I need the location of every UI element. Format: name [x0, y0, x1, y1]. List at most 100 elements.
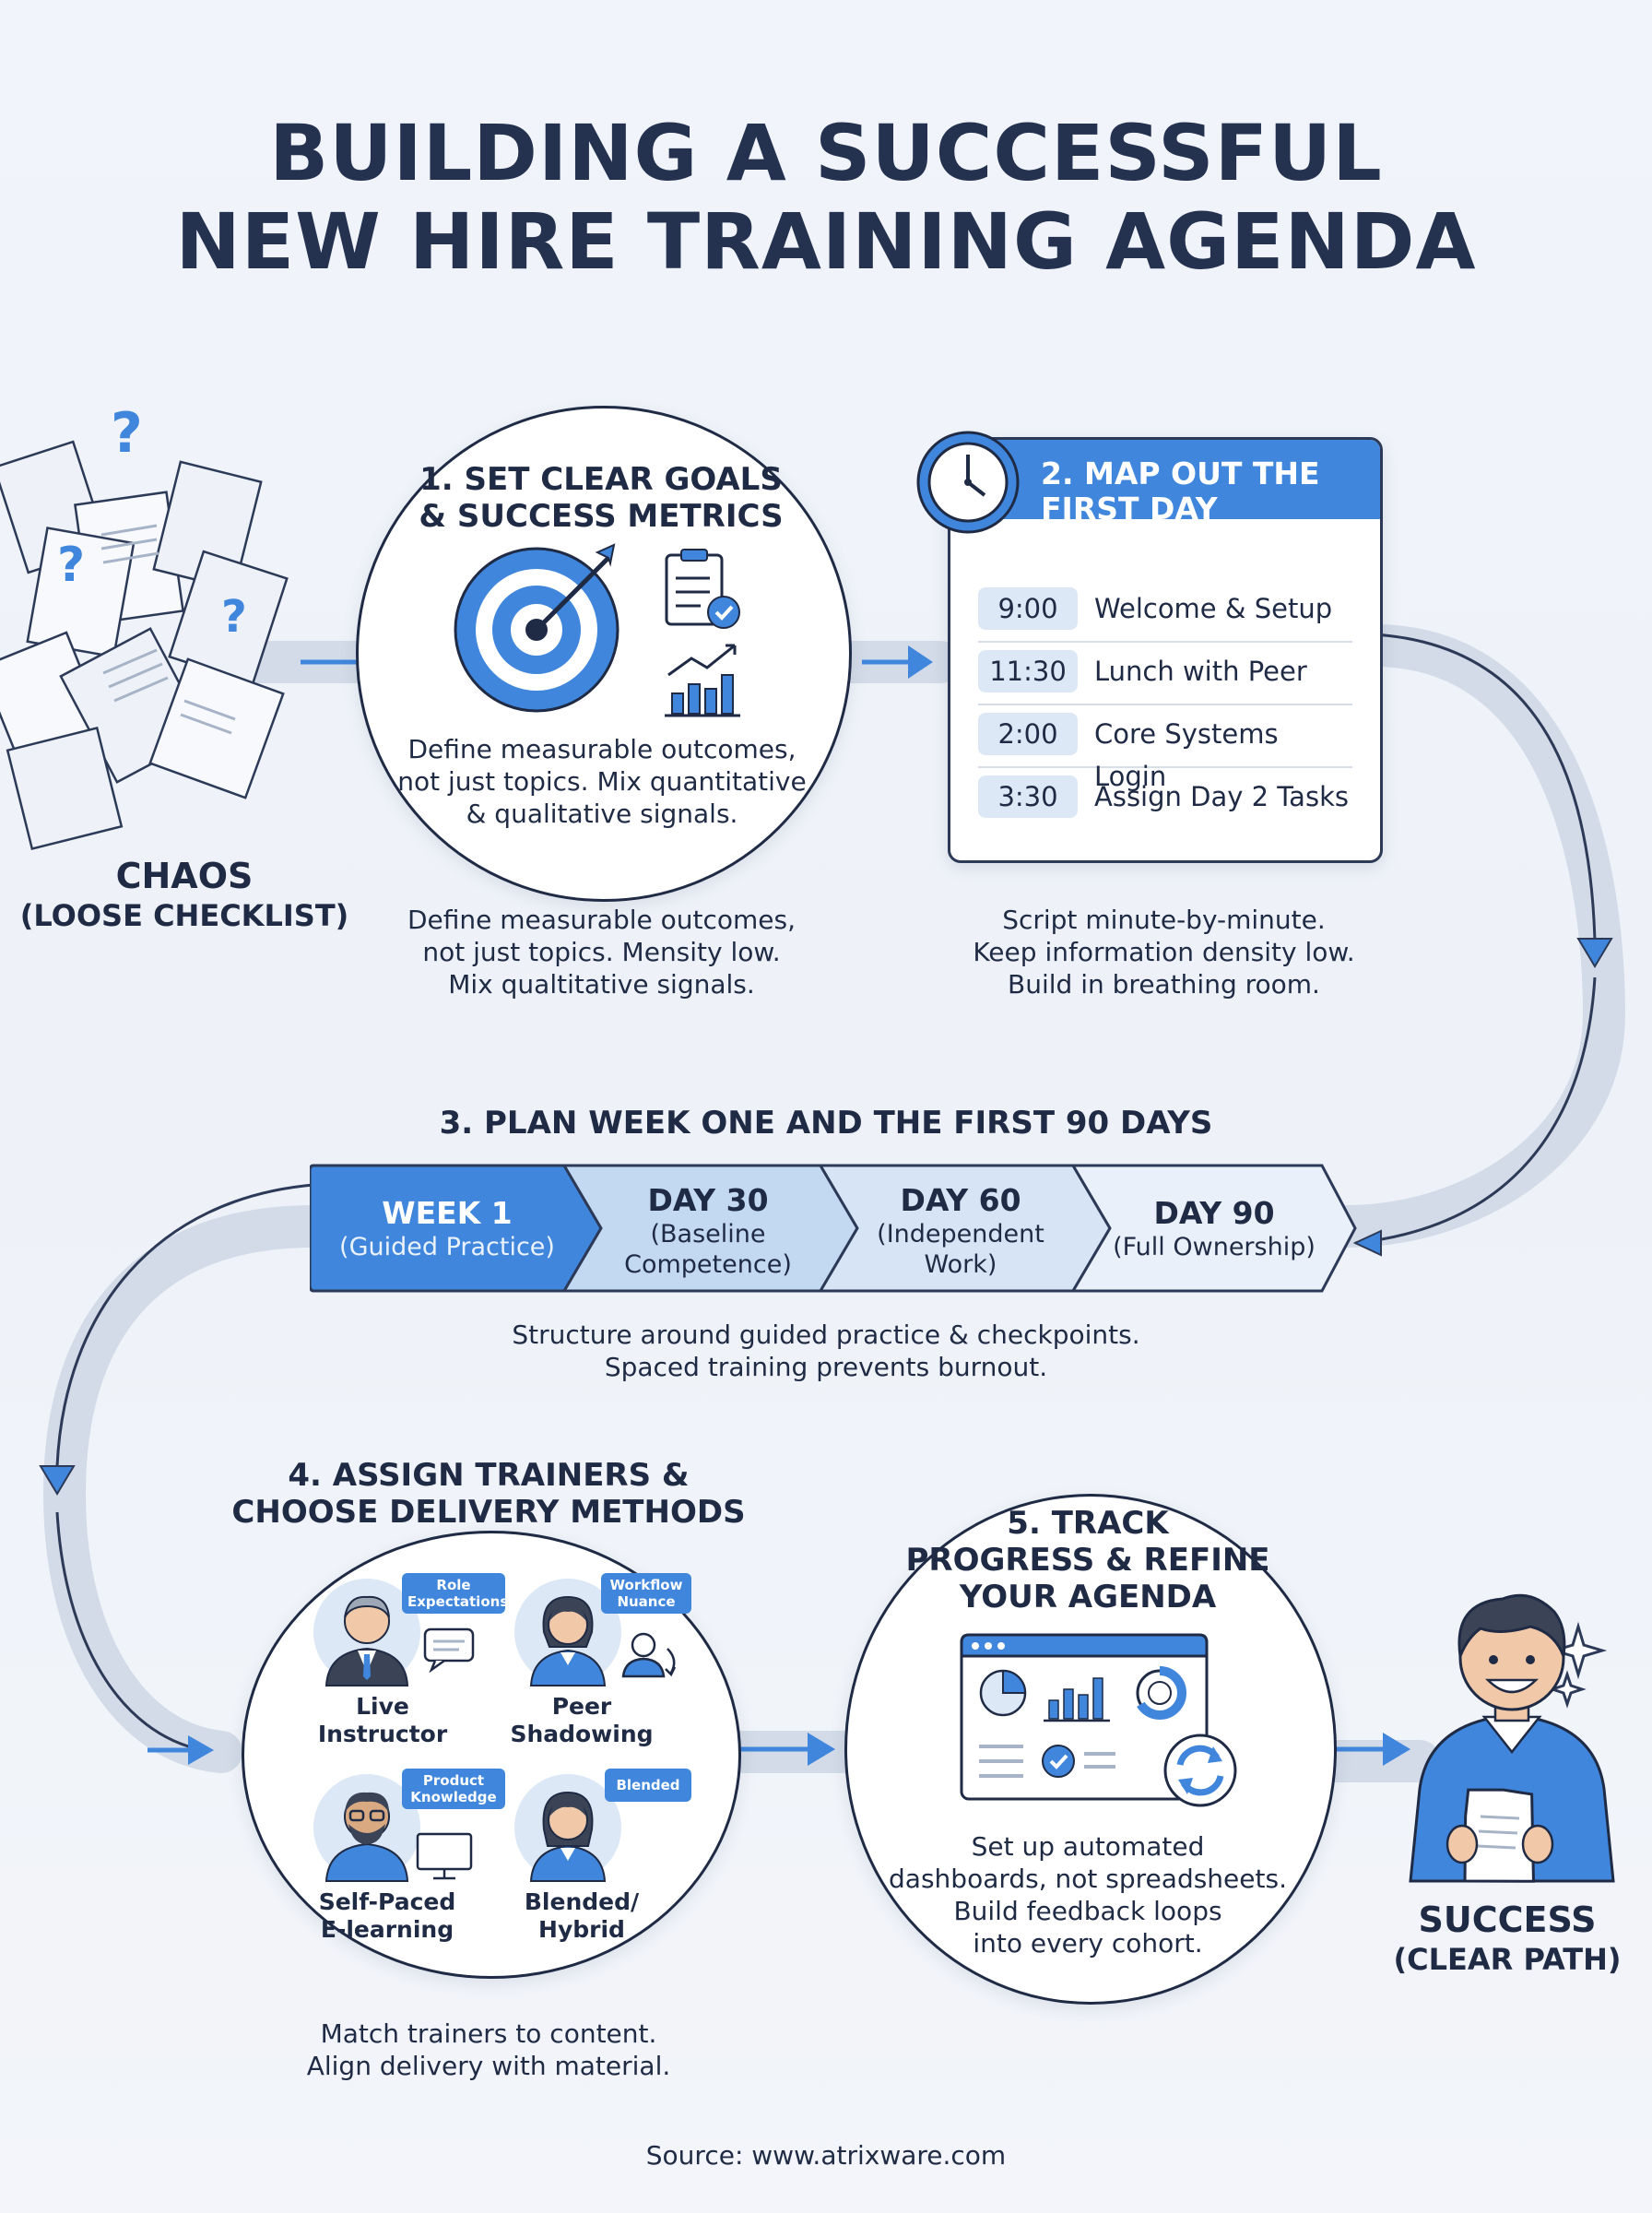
- method-label-line: Live: [356, 1693, 409, 1720]
- step3-caption-line1: Structure around guided practice & check…: [512, 1320, 1140, 1350]
- phase-day30: DAY 30 (Baseline Competence): [590, 1182, 826, 1280]
- dashboard-icon: [960, 1633, 1209, 1801]
- step1-inner-line1: Define measurable outcomes,: [407, 734, 796, 764]
- step1-caption-line3: Mix qualtitative signals.: [448, 969, 755, 1000]
- bubble-product-knowledge: Product Knowledge: [402, 1769, 505, 1809]
- bubble-text: Nuance: [617, 1593, 676, 1610]
- step4-heading-line2: CHOOSE DELIVERY METHODS: [231, 1494, 746, 1531]
- success-person-icon: [1409, 1593, 1615, 1883]
- bubble-workflow-nuance: Workflow Nuance: [601, 1573, 691, 1614]
- person-swap-icon: [621, 1632, 677, 1678]
- method-label-peer: Peer Shadowing: [494, 1693, 669, 1748]
- step5-inner-line2: dashboards, not spreadsheets.: [889, 1864, 1287, 1894]
- phase-day60: DAY 60 (Independent Work): [841, 1182, 1080, 1280]
- bubble-text: Role: [436, 1577, 471, 1593]
- page-title-line-1: BUILDING A SUCCESSFUL: [269, 108, 1383, 198]
- phase-sub: (Full Ownership): [1113, 1233, 1316, 1261]
- step1-inner-line3: & qualitative signals.: [466, 799, 738, 829]
- method-label-blended: Blended/ Hybrid: [494, 1888, 669, 1944]
- method-label-line: E-learning: [320, 1916, 454, 1943]
- step5-heading-line1: 5. TRACK: [1007, 1505, 1169, 1542]
- scattered-papers-icon: ? ? ?: [0, 401, 289, 850]
- target-icon: [454, 543, 620, 713]
- schedule-label: Core Systems Login: [1094, 718, 1279, 792]
- schedule-label: Welcome & Setup: [1094, 593, 1333, 624]
- schedule-time: 3:30: [978, 775, 1078, 818]
- bubble-blended: Blended: [605, 1769, 691, 1802]
- blended-avatar: [514, 1774, 621, 1882]
- arrow-into-timeline: [1352, 1229, 1382, 1257]
- success-label: SUCCESS: [1418, 1899, 1597, 1940]
- phase-title: WEEK 1: [382, 1195, 513, 1231]
- phase-sub: Competence): [624, 1250, 792, 1279]
- step2-caption-line1: Script minute-by-minute.: [1002, 905, 1326, 935]
- bubble-text: Knowledge: [410, 1789, 497, 1805]
- schedule-label: Lunch with Peer: [1094, 656, 1307, 687]
- bubble-text: Expectations: [407, 1593, 509, 1610]
- step5-inner-line1: Set up automated: [971, 1831, 1205, 1862]
- method-label-line: Hybrid: [538, 1916, 625, 1943]
- step1-heading-line2: & SUCCESS METRICS: [419, 498, 784, 535]
- schedule-card: 2. MAP OUT THE FIRST DAY SCHEDULE 9:00 W…: [948, 437, 1383, 863]
- bubble-text: Blended: [616, 1777, 680, 1793]
- phase-title: DAY 30: [647, 1182, 769, 1218]
- phase-day90: DAY 90 (Full Ownership): [1093, 1195, 1335, 1262]
- schedule-label: Assign Day 2 Tasks: [1094, 781, 1349, 812]
- step4-caption-line1: Match trainers to content.: [320, 2018, 657, 2049]
- step4-caption-line2: Align delivery with material.: [306, 2051, 671, 2081]
- page-title-line-2: NEW HIRE TRAINING AGENDA: [175, 196, 1477, 287]
- chaos-label: CHAOS: [115, 856, 254, 896]
- arrow-left-curve-down: [39, 1465, 76, 1496]
- method-label-line: Self-Paced: [318, 1888, 456, 1915]
- step3-heading: 3. PLAN WEEK ONE AND THE FIRST 90 DAYS: [439, 1105, 1213, 1142]
- method-label-line: Blended/: [524, 1888, 640, 1915]
- bubble-role-expectations: Role Expectations: [402, 1573, 509, 1614]
- schedule-time: 9:00: [978, 587, 1078, 630]
- step5-inner-line4: into every cohort.: [973, 1928, 1203, 1959]
- refresh-icon: [1163, 1734, 1237, 1807]
- step2-caption-line2: Keep information density low.: [973, 937, 1355, 967]
- method-label-line: Shadowing: [510, 1721, 654, 1747]
- step2-heading-line1: 2. MAP OUT THE: [1041, 456, 1320, 491]
- phase-sub: (Guided Practice): [339, 1233, 555, 1261]
- clock-icon: [916, 431, 1020, 534]
- schedule-time: 11:30: [978, 650, 1078, 692]
- step5-heading-line2: PROGRESS & REFINE: [905, 1542, 1270, 1579]
- svg-text:?: ?: [111, 401, 143, 466]
- method-label-live: Live Instructor: [295, 1693, 470, 1748]
- schedule-time: 2:00: [978, 713, 1078, 755]
- clipboard-chart-icons: [665, 549, 740, 717]
- method-label-line: Instructor: [317, 1721, 448, 1747]
- success-sublabel: (CLEAR PATH): [1393, 1942, 1622, 1977]
- monitor-icon: [416, 1832, 473, 1880]
- phase-sub: Work): [924, 1250, 997, 1279]
- arrow-right-curve-down: [1576, 938, 1613, 968]
- self-paced-avatar: [313, 1774, 420, 1882]
- step1-caption-line1: Define measurable outcomes,: [407, 905, 796, 935]
- step4-heading-line1: 4. ASSIGN TRAINERS &: [288, 1457, 690, 1494]
- bubble-text: Workflow: [609, 1577, 683, 1593]
- step5-heading-line3: YOUR AGENDA: [959, 1579, 1217, 1615]
- svg-text:?: ?: [57, 538, 85, 593]
- source-text: Source: www.atrixware.com: [645, 2140, 1007, 2171]
- phase-sub: (Baseline: [650, 1220, 766, 1249]
- schedule-header: 2. MAP OUT THE FIRST DAY SCHEDULE: [950, 440, 1380, 562]
- step5-inner-line3: Build feedback loops: [953, 1896, 1222, 1926]
- step1-heading-line1: 1. SET CLEAR GOALS: [419, 461, 783, 498]
- method-label-line: Peer: [551, 1693, 612, 1720]
- phase-title: DAY 60: [900, 1182, 1021, 1218]
- schedule-row: 11:30 Lunch with Peer: [978, 641, 1352, 705]
- speech-icon: [423, 1627, 475, 1673]
- step2-heading-line2: FIRST DAY SCHEDULE: [1041, 491, 1221, 562]
- chaos-sublabel: (LOOSE CHECKLIST): [19, 898, 349, 933]
- live-instructor-avatar: [313, 1579, 420, 1686]
- step2-caption-line3: Build in breathing room.: [1008, 969, 1320, 1000]
- schedule-row: 3:30 Assign Day 2 Tasks: [978, 766, 1352, 829]
- svg-text:?: ?: [221, 591, 247, 643]
- timeline-chevrons: [310, 1164, 1357, 1293]
- phase-week1: WEEK 1 (Guided Practice): [323, 1195, 572, 1262]
- bubble-text: Product: [422, 1772, 485, 1789]
- phase-sub: (Independent: [877, 1220, 1044, 1249]
- step3-caption-line2: Spaced training prevents burnout.: [604, 1352, 1048, 1382]
- peer-shadowing-avatar: [514, 1579, 621, 1686]
